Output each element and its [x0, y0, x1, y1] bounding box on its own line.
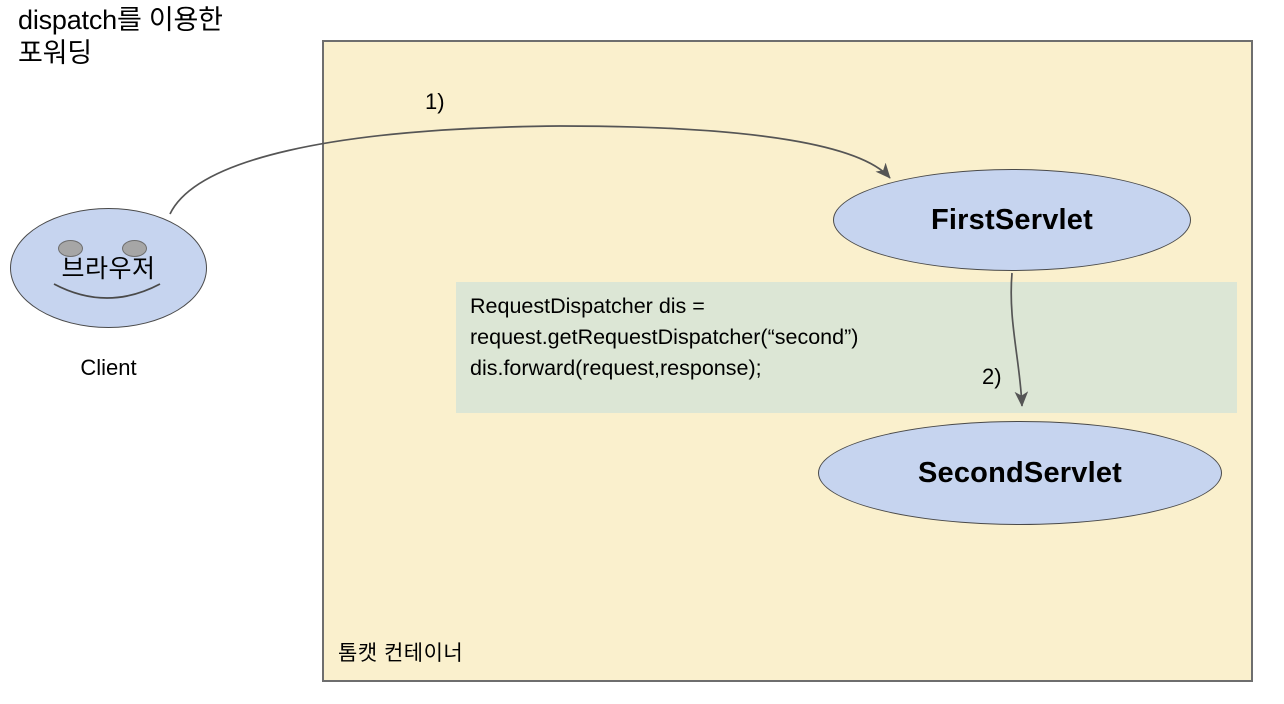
browser-node [10, 208, 207, 328]
second-servlet-label: SecondServlet [917, 456, 1123, 489]
step-1-label: 1) [425, 89, 445, 114]
step-2-label: 2) [982, 364, 1002, 389]
second-servlet-node: SecondServlet [818, 421, 1222, 525]
page-title: dispatch를 이용한 포워딩 [18, 5, 223, 68]
first-servlet-label: FirstServlet [931, 203, 1093, 236]
code-snippet-text: RequestDispatcher dis = request.getReque… [470, 294, 859, 380]
tomcat-container-label: 톰캣 컨테이너 [338, 642, 464, 665]
first-servlet-node: FirstServlet [833, 169, 1191, 271]
client-caption: Client [80, 355, 137, 380]
browser-right-eye-icon [122, 240, 147, 257]
code-snippet-box [456, 282, 1237, 413]
browser-left-eye-icon [58, 240, 83, 257]
browser-label: 브라우저 [61, 255, 156, 283]
